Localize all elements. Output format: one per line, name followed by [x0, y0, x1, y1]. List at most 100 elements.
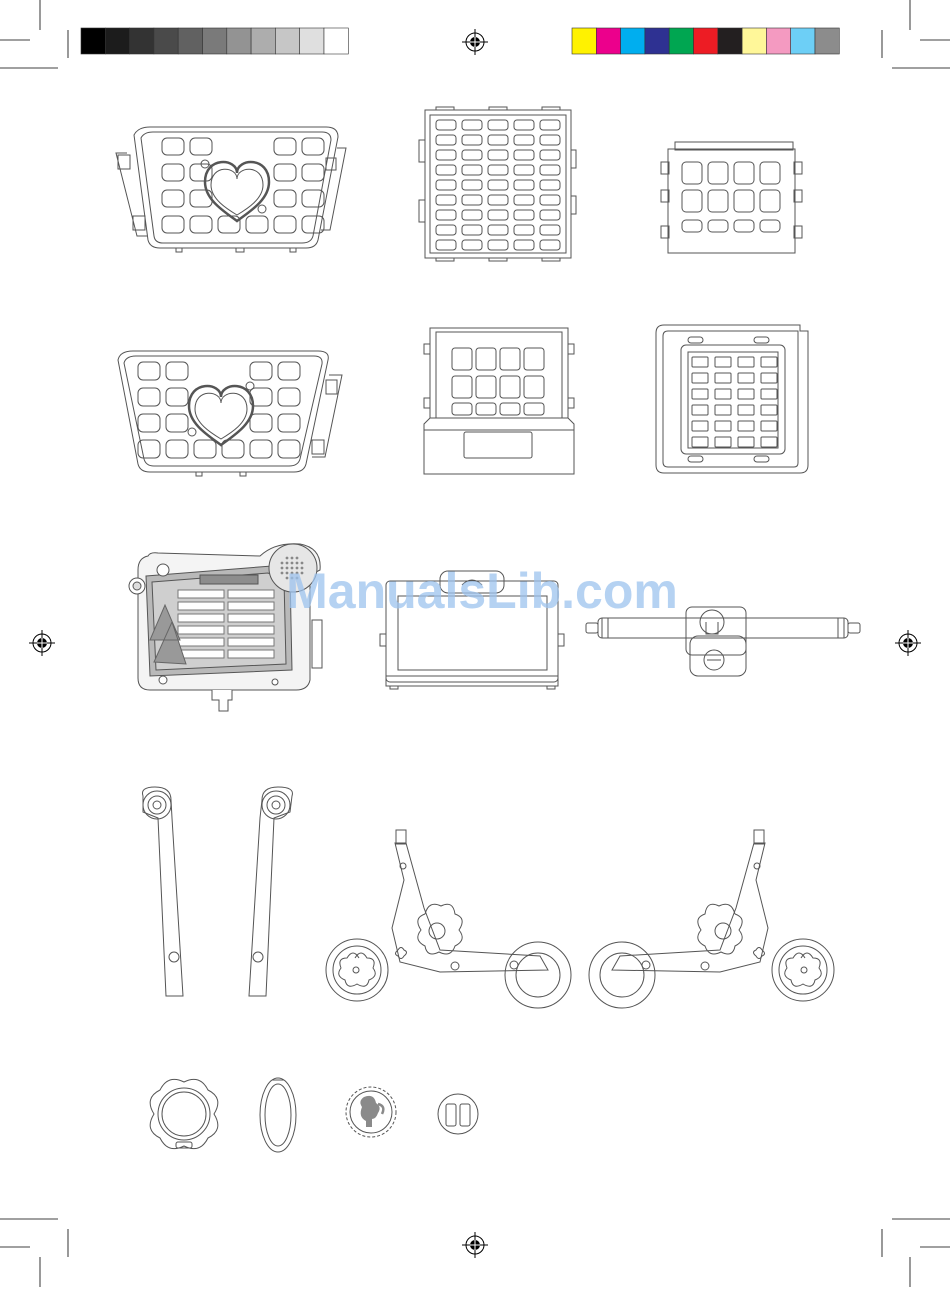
- grid-cell: [540, 210, 560, 220]
- ring-part: [260, 1078, 296, 1152]
- grid-cell: [715, 405, 731, 415]
- grid-cell: [190, 216, 212, 233]
- grid-cell: [682, 220, 702, 232]
- grid-cell: [436, 225, 456, 235]
- registration-mark: [462, 1232, 488, 1258]
- grid-cell: [166, 388, 188, 406]
- grid-cell: [462, 150, 482, 160]
- grid-cell: [138, 388, 160, 406]
- grid-cell: [462, 135, 482, 145]
- grid-cell: [278, 414, 300, 432]
- grid-cell: [500, 376, 520, 398]
- grid-cell: [462, 180, 482, 190]
- grid-cell: [462, 210, 482, 220]
- color-patch: [718, 28, 742, 54]
- screen-row: [178, 650, 224, 658]
- color-patch: [669, 28, 693, 54]
- grid-cell: [514, 225, 534, 235]
- grid-cell: [734, 162, 754, 184]
- grid-cell: [274, 216, 296, 233]
- grid-panel-large: [419, 107, 576, 261]
- grid-cell: [250, 440, 272, 458]
- registration-mark: [895, 630, 921, 656]
- grid-cell: [524, 348, 544, 370]
- grid-cell: [734, 190, 754, 212]
- grid-cell: [715, 389, 731, 399]
- grid-cell: [761, 357, 777, 367]
- grid-cell: [761, 389, 777, 399]
- grid-cell: [488, 165, 508, 175]
- grid-cell: [436, 135, 456, 145]
- grid-cell: [138, 440, 160, 458]
- grid-cell: [278, 362, 300, 380]
- grid-cell: [708, 220, 728, 232]
- gray-patch: [227, 28, 251, 54]
- clip-part: [438, 1094, 478, 1134]
- screen-row: [178, 638, 224, 646]
- gray-patch: [324, 28, 348, 54]
- grid-cell: [500, 403, 520, 415]
- grid-cell: [462, 195, 482, 205]
- grid-cell: [162, 138, 184, 155]
- gray-patch: [300, 28, 324, 54]
- grid-cell: [708, 162, 728, 184]
- grid-cell: [760, 162, 780, 184]
- grid-cell: [436, 150, 456, 160]
- grid-cell: [166, 362, 188, 380]
- grid-cell: [278, 440, 300, 458]
- grid-cell: [514, 240, 534, 250]
- grid-cell: [692, 405, 708, 415]
- grid-cell: [488, 120, 508, 130]
- grid-cell: [540, 225, 560, 235]
- grid-cell: [162, 164, 184, 181]
- color-patch: [766, 28, 790, 54]
- grid-cell: [436, 180, 456, 190]
- gray-patch: [105, 28, 129, 54]
- wheel-frame-left: [326, 830, 571, 1008]
- grid-cell: [761, 421, 777, 431]
- grid-cell: [514, 210, 534, 220]
- grid-cell: [462, 165, 482, 175]
- grid-cell: [436, 195, 456, 205]
- grid-cell: [540, 180, 560, 190]
- wheel-frame-right: [589, 830, 834, 1008]
- grid-cell: [540, 195, 560, 205]
- color-patch: [694, 28, 718, 54]
- grid-cell: [436, 240, 456, 250]
- registration-mark: [29, 630, 55, 656]
- speaker-hole: [291, 557, 294, 560]
- grid-cell: [760, 220, 780, 232]
- grid-cell: [738, 437, 754, 447]
- grid-cell: [540, 240, 560, 250]
- grid-cell: [218, 216, 240, 233]
- grid-cell: [738, 357, 754, 367]
- grid-cell: [514, 165, 534, 175]
- grid-cell: [514, 120, 534, 130]
- grid-cell: [246, 216, 268, 233]
- grid-cell: [162, 190, 184, 207]
- grid-panel-small: [661, 142, 802, 253]
- gray-patch: [154, 28, 178, 54]
- color-patch: [621, 28, 645, 54]
- color-patch: [815, 28, 839, 54]
- screen-row: [228, 626, 274, 634]
- grid-cell: [761, 405, 777, 415]
- speaker-hole: [296, 557, 299, 560]
- grid-cell: [738, 389, 754, 399]
- gray-patch: [130, 28, 154, 54]
- screen-row: [228, 650, 274, 658]
- grid-cell: [476, 403, 496, 415]
- grid-cell: [436, 210, 456, 220]
- color-patch: [791, 28, 815, 54]
- grid-cell: [302, 164, 324, 181]
- grid-cell: [250, 414, 272, 432]
- grid-cell: [715, 437, 731, 447]
- screen-row: [178, 614, 224, 622]
- speaker-hole: [286, 557, 289, 560]
- grid-cell: [514, 180, 534, 190]
- grid-cell: [278, 388, 300, 406]
- screen-row: [178, 626, 224, 634]
- gray-patch: [275, 28, 299, 54]
